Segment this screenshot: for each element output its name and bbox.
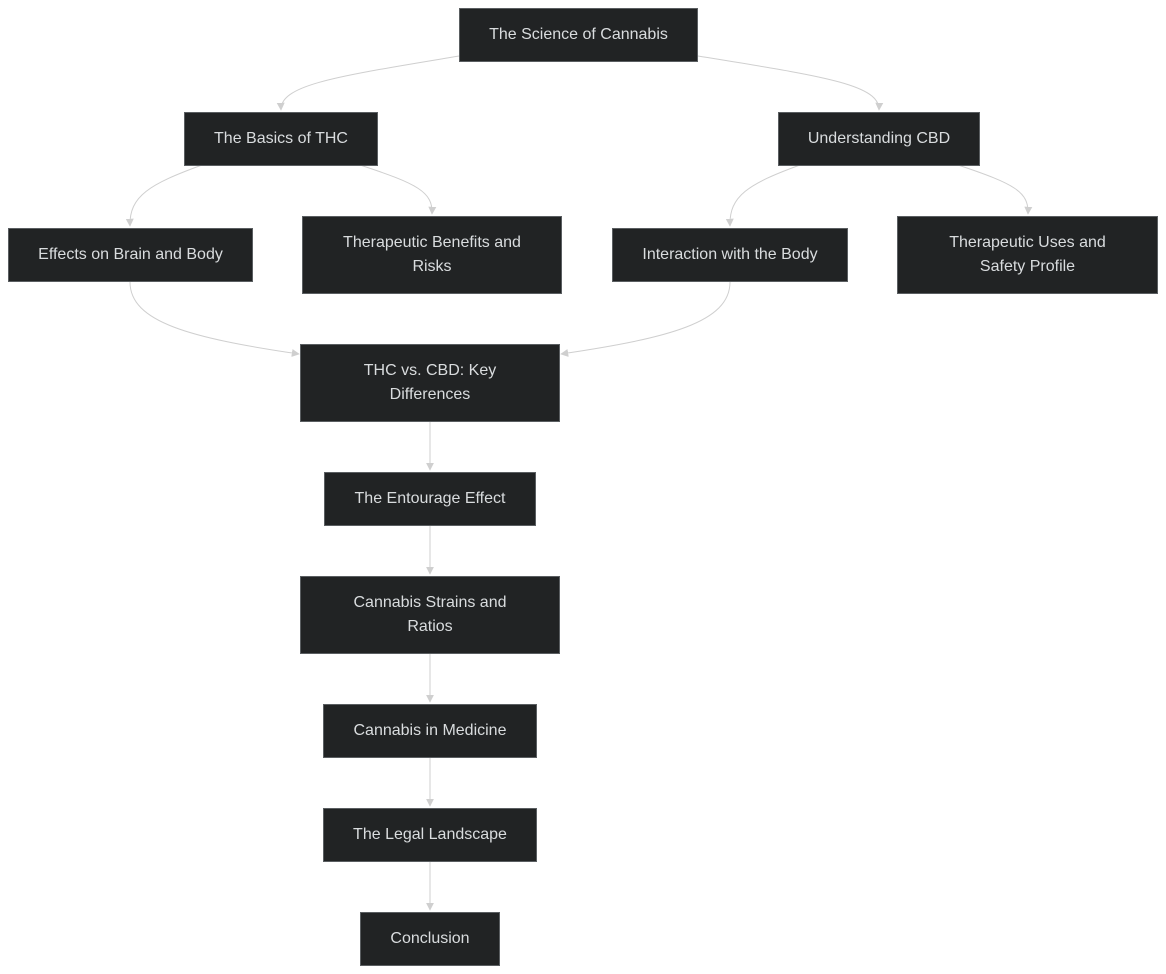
edge-thc-basics-to-therapeutic-benefits (359, 164, 437, 215)
edge-science-to-thc-basics (276, 55, 460, 111)
node-cannabis-in-medicine: Cannabis in Medicine (323, 704, 537, 758)
node-science-of-cannabis: The Science of Cannabis (459, 8, 698, 62)
node-thc-vs-cbd-key-differences: THC vs. CBD: Key Differences (300, 344, 560, 422)
edge-effects-to-thc-vs-cbd (129, 281, 300, 357)
edge-cbd-to-interaction (725, 164, 801, 227)
node-conclusion: Conclusion (360, 912, 500, 966)
node-interaction-with-the-body: Interaction with the Body (612, 228, 848, 282)
node-understanding-cbd: Understanding CBD (778, 112, 980, 166)
node-entourage-effect: The Entourage Effect (324, 472, 536, 526)
edge-thc-basics-to-effects (125, 164, 203, 227)
node-therapeutic-benefits-and-risks: Therapeutic Benefits and Risks (302, 216, 562, 294)
node-effects-on-brain-and-body: Effects on Brain and Body (8, 228, 253, 282)
node-legal-landscape: The Legal Landscape (323, 808, 537, 862)
node-basics-of-thc: The Basics of THC (184, 112, 378, 166)
node-therapeutic-uses-and-safety-profile: Therapeutic Uses and Safety Profile (897, 216, 1158, 294)
edge-cbd-to-therapeutic-uses (957, 164, 1033, 215)
node-cannabis-strains-and-ratios: Cannabis Strains and Ratios (300, 576, 560, 654)
edge-science-to-cbd-understanding (697, 55, 884, 111)
edge-interaction-to-thc-vs-cbd (560, 281, 731, 357)
